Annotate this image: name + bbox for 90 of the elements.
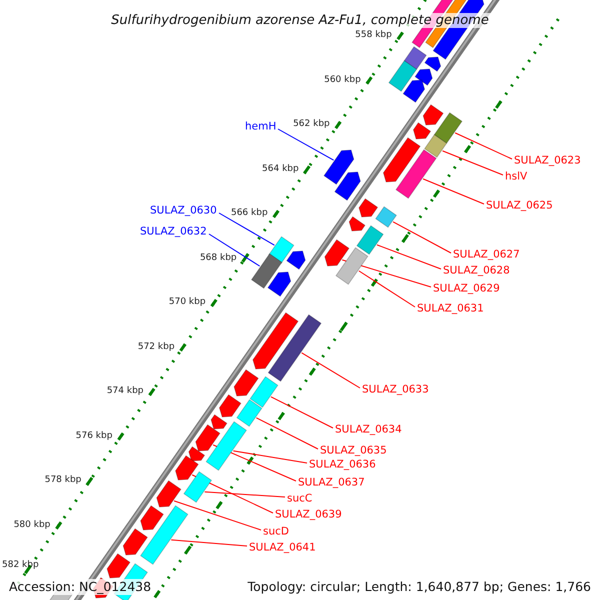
pointed-gene-block — [195, 424, 220, 452]
leader-line — [218, 212, 275, 246]
pointed-gene-block — [324, 239, 350, 266]
gene-label: SULAZ_0628 — [443, 264, 510, 278]
scale-label: 558 kbp — [355, 30, 392, 41]
gene-block — [335, 247, 368, 285]
pointed-gene-block — [358, 198, 378, 218]
scale-label: 570 kbp — [168, 297, 206, 308]
pointed-gene-block — [175, 455, 199, 480]
pointed-gene-block — [422, 104, 444, 126]
gene-block — [434, 112, 463, 144]
leader-line — [376, 244, 442, 270]
leader-line — [278, 128, 334, 161]
pointed-gene-block — [252, 312, 299, 370]
pointed-gene-block — [234, 369, 259, 396]
pointed-gene-block — [106, 553, 131, 578]
footer-text: Topology: circular; Length: 1,640,877 bp; Genes: 1,766 — [248, 579, 591, 595]
pointed-gene-block — [424, 56, 442, 72]
pointed-gene-block — [156, 480, 182, 508]
gene-label: SULAZ_0625 — [486, 200, 553, 212]
scale-label: 564 kbp — [262, 164, 299, 174]
pointed-gene-block — [218, 394, 242, 418]
scale-label: 562 kbp — [293, 119, 330, 130]
gene-block — [404, 46, 427, 70]
scale-label: 580 kbp — [14, 520, 50, 530]
gene-block — [268, 314, 322, 382]
gene-label: SULAZ_0623 — [514, 154, 581, 168]
pointed-gene-block — [414, 68, 433, 86]
leader-line — [358, 270, 416, 308]
pointed-gene-block — [188, 446, 206, 462]
leader-line — [232, 450, 308, 464]
gene-label: SULAZ_0627 — [453, 248, 520, 262]
gene-label: SULAZ_0632 — [140, 226, 207, 238]
leader-line — [422, 178, 484, 204]
gene-label: SULAZ_0635 — [320, 444, 387, 458]
gene-label: hslV — [505, 170, 528, 184]
leader-line — [301, 352, 360, 388]
gene-block — [375, 206, 397, 228]
gene-label: SULAZ_0629 — [433, 282, 500, 296]
gene-label: hemH — [245, 120, 276, 134]
leader-line — [208, 234, 260, 267]
gene-block — [236, 399, 262, 427]
leader-line — [442, 150, 504, 176]
pointed-gene-block — [210, 414, 228, 430]
pointed-gene-block — [382, 137, 421, 182]
gene-label: sucC — [287, 492, 312, 506]
pointed-gene-block — [402, 80, 426, 103]
gene-block — [388, 60, 418, 92]
scale-label: 578 kbp — [44, 475, 82, 486]
gene-block — [250, 253, 282, 289]
pointed-gene-block — [286, 250, 306, 270]
scale-label: 576 kbp — [76, 430, 112, 442]
gene-block — [424, 134, 448, 158]
gene-label: SULAZ_0631 — [417, 302, 484, 316]
leader-line — [256, 417, 318, 450]
scale-label: 582 kbp — [2, 560, 39, 571]
gene-block — [140, 505, 188, 565]
leader-line — [392, 221, 452, 254]
pointed-gene-block — [412, 122, 432, 140]
pointed-gene-block — [122, 528, 148, 556]
scale-label: 572 kbp — [138, 342, 175, 352]
pointed-gene-block — [140, 505, 164, 530]
gene-label: SULAZ_0639 — [275, 508, 342, 522]
pointed-gene-block — [334, 172, 361, 201]
leader-line — [174, 500, 262, 530]
gene-label: sucD — [263, 526, 289, 538]
scale-label: 574 kbp — [106, 386, 144, 397]
leader-line — [270, 396, 334, 428]
gene-label: SULAZ_0634 — [335, 424, 402, 436]
scale-label: 568 kbp — [200, 252, 237, 264]
gene-label: SULAZ_0630 — [150, 204, 217, 218]
gene-label: SULAZ_0637 — [298, 476, 365, 490]
gene-block — [356, 225, 384, 255]
pointed-gene-block — [348, 216, 366, 232]
gene-block — [206, 421, 247, 471]
gene-block — [183, 471, 212, 503]
leader-line — [204, 491, 286, 498]
gene-block — [395, 149, 437, 199]
leader-line — [454, 132, 512, 160]
gene-label: SULAZ_0636 — [309, 458, 376, 472]
gene-block — [268, 236, 294, 264]
pointed-gene-block — [323, 150, 354, 185]
gene-label: SULAZ_0633 — [362, 384, 429, 396]
scale-label: 560 kbp — [324, 74, 361, 86]
footer-text: Accession: NC_012438 — [9, 579, 152, 595]
pointed-gene-block — [267, 272, 292, 297]
gene-block — [250, 376, 278, 408]
scale-label: 566 kbp — [230, 208, 268, 219]
gene-label: SULAZ_0641 — [249, 542, 316, 554]
leader-line — [170, 539, 248, 546]
